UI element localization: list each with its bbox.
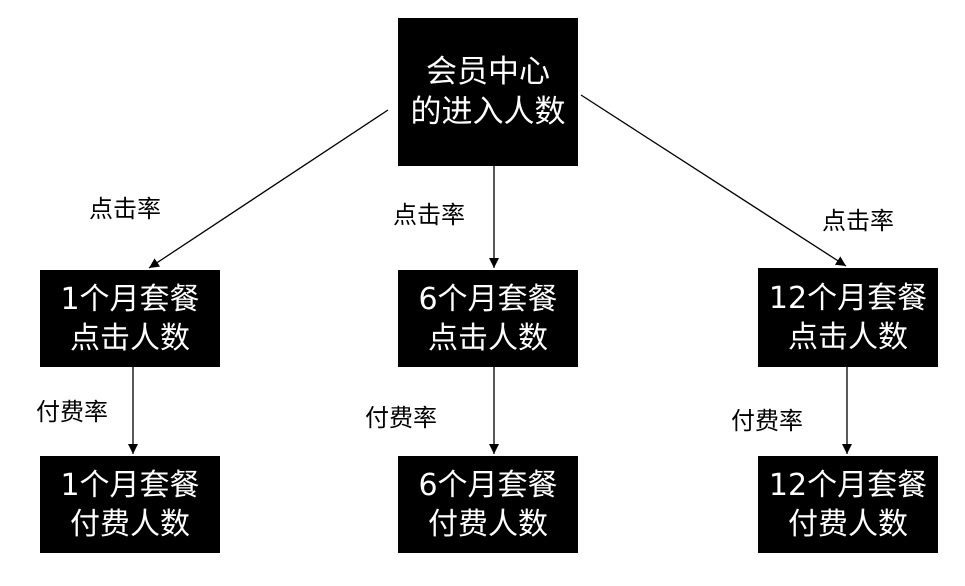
- node-1-month-payers: 1个月套餐 付费人数: [40, 456, 220, 553]
- node-member-center-visits: 会员中心 的进入人数: [398, 18, 578, 166]
- node-12-month-payers: 12个月套餐 付费人数: [758, 456, 938, 553]
- edge-label-pay-rate-12m: 付费率: [731, 407, 803, 435]
- edge-label-pay-rate-6m: 付费率: [365, 404, 437, 432]
- node-label-line2: 点击人数: [70, 320, 190, 356]
- node-label-line1: 1个月套餐: [60, 281, 200, 317]
- node-label-line2: 付费人数: [70, 506, 190, 542]
- edge-label-click-rate-6m: 点击率: [393, 201, 465, 229]
- node-label-line1: 12个月套餐: [768, 280, 928, 316]
- node-label-line1: 1个月套餐: [60, 467, 200, 503]
- node-12-month-clicks: 12个月套餐 点击人数: [758, 268, 938, 367]
- node-6-month-payers: 6个月套餐 付费人数: [398, 456, 578, 553]
- node-label-line1: 6个月套餐: [418, 467, 558, 503]
- node-label-line2: 的进入人数: [410, 94, 566, 130]
- node-1-month-clicks: 1个月套餐 点击人数: [40, 270, 220, 367]
- node-label-line2: 付费人数: [788, 506, 908, 542]
- edge-top-to-1m: [148, 109, 389, 269]
- node-label-line1: 6个月套餐: [418, 281, 558, 317]
- edge-top-to-12m: [580, 94, 847, 267]
- edge-label-click-rate-12m: 点击率: [822, 207, 894, 235]
- edge-label-pay-rate-1m: 付费率: [36, 398, 108, 426]
- node-6-month-clicks: 6个月套餐 点击人数: [398, 270, 578, 367]
- node-label-line1: 12个月套餐: [768, 467, 928, 503]
- node-label-line1: 会员中心: [426, 53, 550, 90]
- node-label-line2: 点击人数: [788, 319, 908, 355]
- edge-label-click-rate-1m: 点击率: [89, 195, 161, 223]
- node-label-line2: 点击人数: [428, 320, 548, 356]
- node-label-line2: 付费人数: [428, 506, 548, 542]
